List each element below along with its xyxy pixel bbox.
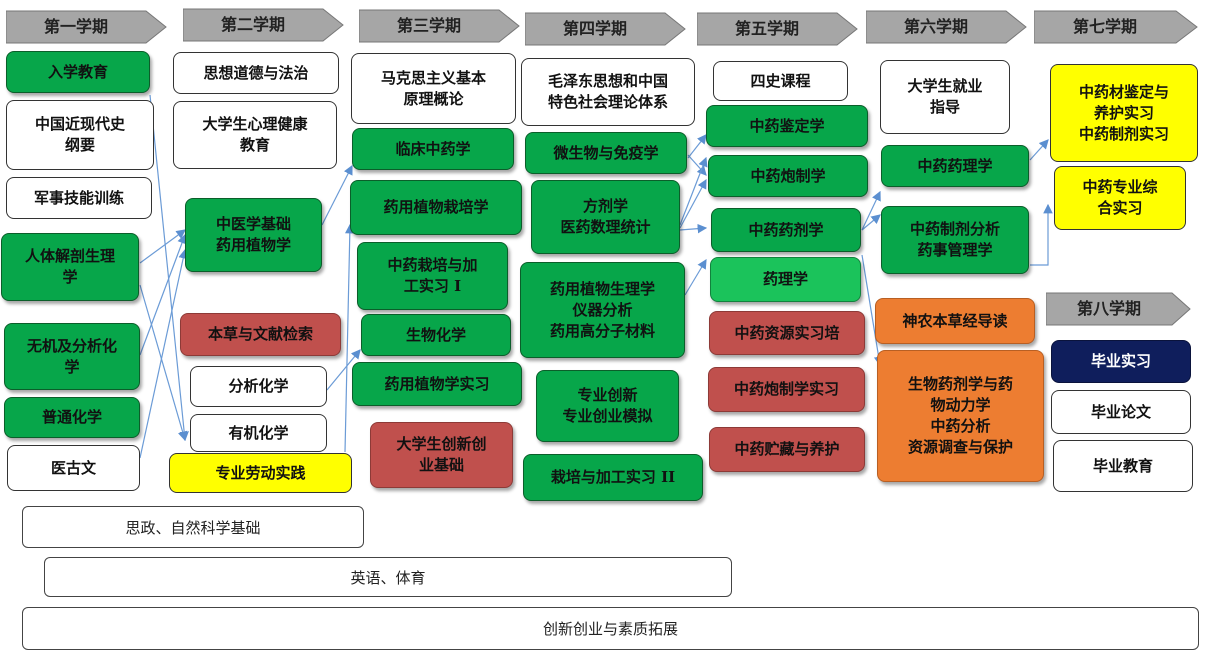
arrow: [321, 164, 353, 226]
arrow: [139, 229, 186, 264]
course-box: 临床中药学: [352, 128, 514, 170]
course-box: 军事技能训练: [6, 177, 152, 219]
arrow: [139, 233, 187, 356]
semester-header-6: 第六学期: [866, 9, 1028, 45]
course-box: 中药炮制学: [708, 155, 868, 197]
course-box: 中药炮制学实习: [708, 367, 865, 412]
semester-header-8: 第八学期: [1046, 291, 1192, 327]
band-english-pe: 英语、体育: [44, 557, 732, 597]
course-box: 分析化学: [190, 366, 327, 407]
course-box: 大学生就业 指导: [880, 60, 1010, 134]
course-box: 思想道德与法治: [173, 52, 339, 94]
course-box: 普通化学: [4, 397, 140, 438]
semester-header-5: 第五学期: [697, 11, 859, 47]
course-box: 人体解剖生理 学: [1, 233, 139, 301]
course-box: 中药鉴定学: [706, 105, 868, 147]
arrow: [861, 214, 881, 231]
course-box: 中药药剂学: [711, 208, 861, 252]
course-box: 生物化学: [361, 314, 511, 356]
course-box: 中药制剂分析 药事管理学: [881, 206, 1029, 274]
course-box: 毕业实习: [1051, 340, 1191, 383]
course-box: 微生物与免疫学: [525, 132, 687, 174]
course-box: 栽培与加工实习 II: [523, 454, 703, 501]
course-box: 生物药剂学与药 物动力学 中药分析 资源调查与保护: [877, 350, 1044, 482]
arrow: [679, 178, 707, 229]
band-innovation: 创新创业与素质拓展: [22, 607, 1199, 650]
arrow: [139, 248, 188, 459]
arrow: [1030, 203, 1053, 266]
course-box: 中药材鉴定与 养护实习 中药制剂实习: [1050, 64, 1198, 162]
arrow: [139, 284, 188, 442]
arrow: [687, 134, 707, 159]
course-box: 药用植物生理学 仪器分析 药用高分子材料: [520, 262, 685, 358]
course-box: 无机及分析化 学: [4, 323, 140, 390]
course-box: 毛泽东思想和中国 特色社会理论体系: [521, 58, 695, 126]
course-box: 中药专业综 合实习: [1054, 166, 1186, 230]
course-box: 中药贮藏与养护: [709, 427, 865, 472]
course-box: 药用植物学实习: [352, 362, 522, 406]
course-box: 大学生创新创 业基础: [370, 422, 513, 488]
course-box: 中国近现代史 纲要: [6, 100, 154, 170]
course-box: 中药栽培与加 工实习 I: [357, 242, 508, 310]
arrow: [1029, 139, 1049, 161]
arrow: [344, 223, 355, 453]
course-box: 中医学基础 药用植物学: [185, 198, 322, 272]
semester-header-3: 第三学期: [359, 8, 521, 44]
course-box: 大学生心理健康 教育: [173, 101, 337, 169]
course-box: 神农本草经导读: [875, 298, 1035, 344]
course-box: 专业创新 专业创业模拟: [536, 370, 679, 442]
course-box: 专业劳动实践: [169, 453, 352, 493]
course-box: 四史课程: [713, 61, 848, 101]
course-box: 药理学: [710, 257, 861, 302]
course-box: 中药药理学: [881, 145, 1029, 187]
course-box: 入学教育: [6, 51, 150, 93]
course-box: 马克思主义基本 原理概论: [351, 53, 516, 124]
course-box: 医古文: [7, 445, 140, 491]
course-box: 毕业论文: [1051, 390, 1191, 434]
course-box: 毕业教育: [1053, 440, 1193, 492]
semester-header-2: 第二学期: [183, 7, 345, 43]
course-box: 药用植物栽培学: [350, 180, 522, 235]
course-box: 有机化学: [190, 414, 327, 452]
semester-header-4: 第四学期: [525, 11, 687, 47]
arrow: [684, 258, 707, 296]
course-box: 方剂学 医药数理统计: [531, 180, 680, 254]
semester-header-7: 第七学期: [1034, 9, 1199, 45]
arrow: [679, 223, 708, 234]
arrow: [861, 190, 881, 231]
semester-header-1: 第一学期: [6, 9, 168, 45]
arrow: [687, 154, 707, 176]
course-box: 中药资源实习培: [709, 311, 865, 355]
course-box: 本草与文献检索: [180, 313, 341, 356]
band-science-basics: 思政、自然科学基础: [22, 506, 364, 548]
